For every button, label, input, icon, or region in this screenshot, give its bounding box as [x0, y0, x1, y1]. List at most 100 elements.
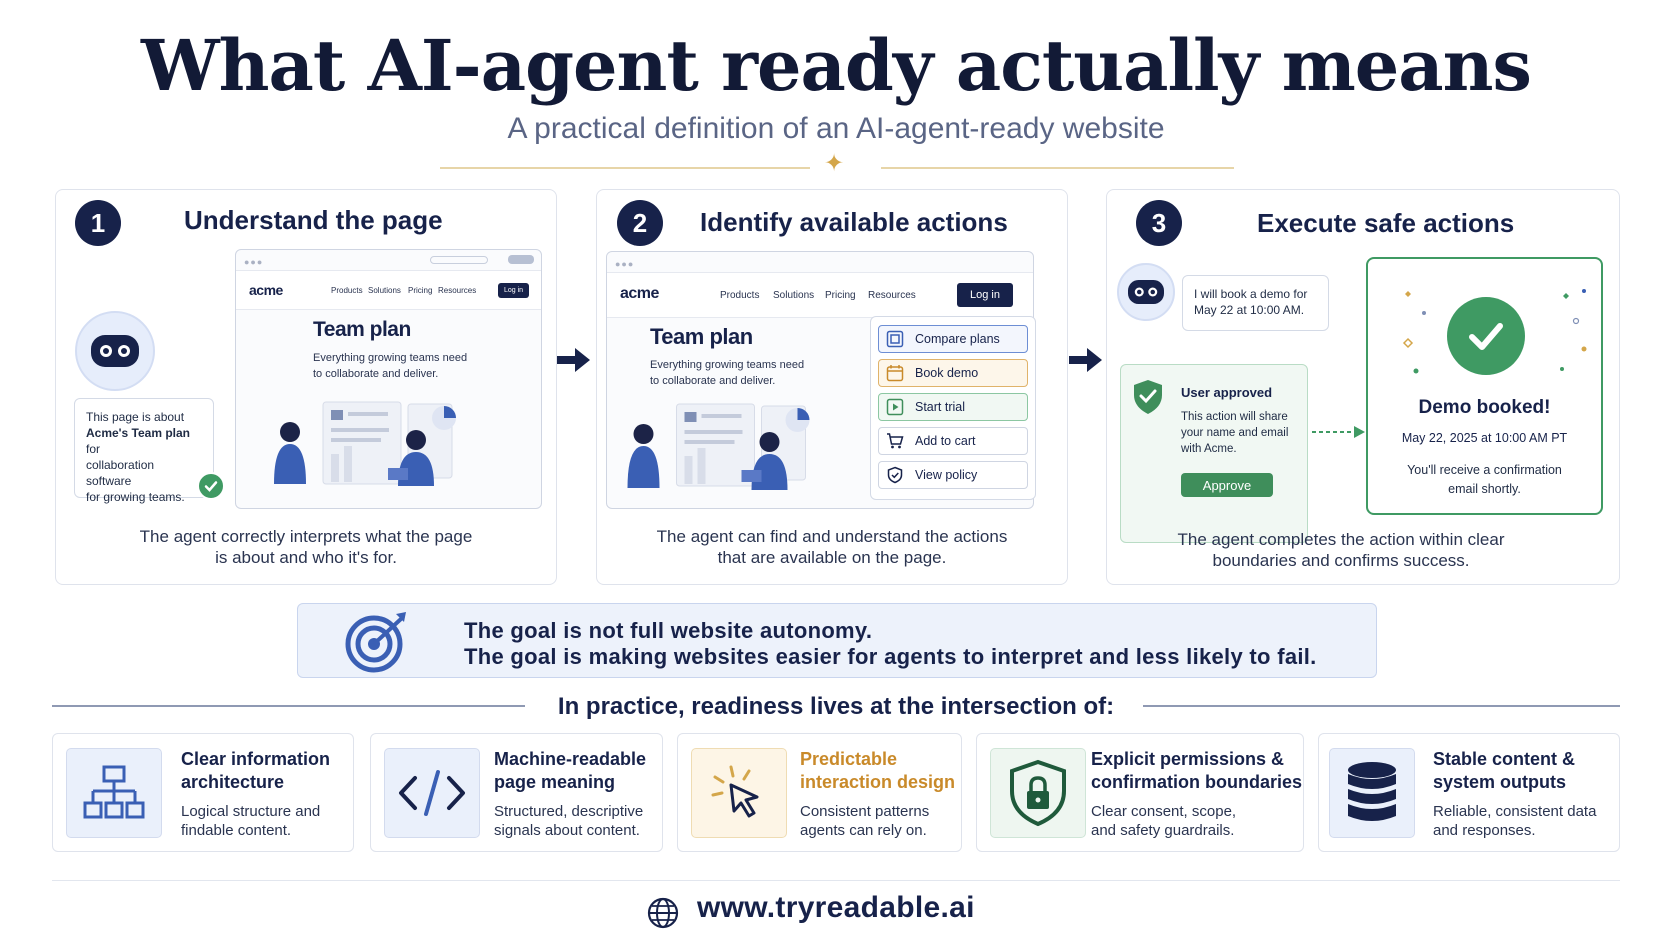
mock-plan-title: Team plan [650, 324, 753, 349]
step-number: 1 [75, 200, 121, 246]
sparkle-icon: ✦ [824, 150, 845, 177]
pillar-card-permissions: Explicit permissions & confirmation boun… [976, 733, 1304, 852]
approval-title: User approved [1181, 385, 1273, 400]
flow-arrow-icon [1069, 348, 1102, 372]
step-caption: The agent correctly interprets what the … [139, 527, 473, 567]
shield-check-icon [1134, 380, 1162, 414]
acme-logo: acme [620, 285, 659, 302]
pillar-desc: Structured, descriptive signals about co… [494, 803, 644, 839]
check-icon [197, 472, 225, 500]
pillar-card-predictable-interaction: Predictable interaction design Consisten… [677, 733, 962, 852]
title-divider-right [881, 167, 1234, 169]
nav-link[interactable]: Products [720, 290, 760, 301]
code-icon [384, 748, 480, 838]
sitemap-icon [66, 748, 162, 838]
acme-logo: acme [249, 282, 283, 298]
pillar-title: Predictable interaction design [800, 749, 956, 792]
step-number: 2 [617, 200, 663, 246]
nav-link[interactable]: Resources [438, 286, 477, 295]
nav-link[interactable]: Pricing [825, 290, 856, 301]
robot-icon [91, 335, 139, 367]
page-title: What AI-agent ready actually means [141, 24, 1532, 107]
approval-text: This action will share your name and ema… [1181, 411, 1289, 455]
mock-plan-desc: Everything growing teams need to collabo… [313, 352, 468, 380]
mock-toggle [508, 255, 534, 264]
mock-nav-bar: acme Products Solutions Pricing Resource… [607, 272, 1033, 318]
nav-link[interactable]: Pricing [408, 286, 433, 295]
robot-avatar [1117, 263, 1175, 321]
pillar-desc: Logical structure and findable content. [181, 803, 321, 839]
calendar-icon [884, 362, 906, 384]
website-url-link[interactable]: www.tryreadable.ai [697, 891, 975, 924]
login-button[interactable]: Log in [957, 283, 1013, 307]
pillar-title: Machine-readable page meaning [494, 749, 647, 792]
mock-website-2: ●●● acme Products Solutions Pricing Reso… [606, 251, 1034, 509]
mock-nav-bar: acme Products Solutions Pricing Resource… [236, 270, 541, 310]
step-title: Identify available actions [700, 207, 1008, 237]
shield-lock-icon [990, 748, 1086, 838]
team-illustration [274, 401, 456, 486]
section-divider-left [52, 705, 525, 707]
nav-link[interactable]: Solutions [368, 286, 401, 295]
cart-icon [884, 430, 906, 452]
step-caption: The agent can find and understand the ac… [656, 527, 1008, 567]
pillar-title: Stable content & system outputs [1433, 749, 1576, 792]
title-divider-left [440, 167, 810, 169]
pillar-title: Explicit permissions & confirmation boun… [1091, 749, 1303, 792]
mock-plan-desc: Everything growing teams need to collabo… [650, 359, 805, 387]
pillar-desc: Clear consent, scope, and safety guardra… [1091, 803, 1237, 839]
section-heading: In practice, readiness lives at the inte… [557, 693, 1115, 720]
confirmation-note: You'll receive a confirmation email shor… [1407, 463, 1562, 496]
mock-website-1: ●●● acme Products Solutions Pricing Reso… [235, 249, 542, 509]
user-approval-card: User approved This action will share you… [1120, 364, 1308, 543]
success-check-icon [1447, 297, 1525, 375]
robot-avatar [75, 311, 155, 391]
step-number: 3 [1136, 200, 1182, 246]
goal-banner: The goal is not full website autonomy. T… [297, 603, 1377, 678]
target-icon [345, 612, 406, 673]
pillar-title: Clear information architecture [181, 749, 331, 792]
team-illustration [627, 403, 810, 490]
flow-arrow-icon [557, 348, 590, 372]
cursor-click-icon [691, 748, 787, 838]
confetti [1402, 289, 1587, 374]
agent-message-bubble: I will book a demo for May 22 at 10:00 A… [1182, 275, 1329, 331]
database-icon [1329, 748, 1415, 838]
goal-statement: The goal is not full website autonomy. T… [464, 618, 1317, 669]
pillar-desc: Consistent patterns agents can rely on. [800, 803, 930, 839]
nav-link[interactable]: Products [331, 286, 363, 295]
login-button[interactable]: Log in [498, 283, 529, 298]
footer-divider [52, 880, 1620, 881]
booking-confirmation-card: Demo booked! May 22, 2025 at 10:00 AM PT… [1366, 257, 1603, 515]
pillar-card-stable-content: Stable content & system outputs Reliable… [1318, 733, 1620, 852]
pillar-desc: Reliable, consistent data and responses. [1433, 803, 1597, 839]
step-title: Understand the page [184, 205, 443, 235]
nav-link[interactable]: Solutions [773, 290, 815, 301]
step-caption: The agent completes the action within cl… [1177, 530, 1505, 570]
globe-icon [647, 897, 679, 929]
confirmation-title: Demo booked! [1418, 397, 1551, 418]
page-subtitle: A practical definition of an AI-agent-re… [507, 112, 1165, 145]
play-icon [884, 396, 906, 418]
compare-plans-action[interactable]: Compare plans [878, 325, 1028, 353]
pillar-card-information-architecture: Clear information architecture Logical s… [52, 733, 354, 852]
mock-plan-title: Team plan [313, 318, 411, 341]
step-title: Execute safe actions [1257, 208, 1515, 238]
agent-interpretation-bubble: This page is about Acme's Team plan for … [74, 398, 214, 504]
available-actions-list: Compare plans Book demo Start trial Add … [870, 316, 1036, 500]
book-demo-action[interactable]: Book demo [878, 359, 1028, 387]
start-trial-action[interactable]: Start trial [878, 393, 1028, 421]
section-divider-right [1143, 705, 1620, 707]
confirmation-datetime: May 22, 2025 at 10:00 AM PT [1401, 431, 1568, 445]
add-to-cart-action[interactable]: Add to cart [878, 427, 1028, 455]
window-dots: ●●● [244, 257, 264, 267]
window-dots: ●●● [615, 259, 635, 269]
robot-icon [1128, 280, 1164, 304]
mock-search-bar [430, 256, 488, 264]
approve-button[interactable]: Approve [1181, 473, 1273, 497]
view-policy-action[interactable]: View policy [878, 461, 1028, 489]
shield-icon [884, 464, 906, 486]
nav-link[interactable]: Resources [868, 290, 916, 301]
dashed-arrow-icon [1312, 426, 1365, 438]
compare-icon [884, 328, 906, 350]
